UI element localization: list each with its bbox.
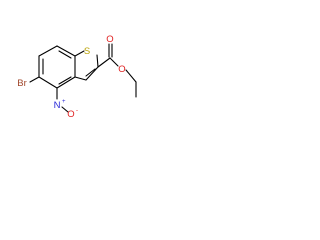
benzene-ring	[38, 45, 76, 89]
bromo-bond	[29, 76, 40, 83]
bromine-label: Br	[17, 78, 27, 89]
nitro-o-bond	[61, 106, 69, 113]
nitro-oxygen-charge: -	[76, 108, 78, 114]
thiophene-ring	[74, 50, 99, 81]
nitro-oxygen-label: O	[67, 109, 74, 120]
molecule-structure: S Br N + O - O O	[17, 34, 137, 120]
ester-oxygen-label: O	[118, 64, 125, 75]
nitro-nitrogen-label: N	[54, 100, 61, 111]
ester-o-bond	[109, 57, 119, 67]
carbonyl-oxygen-label: O	[106, 34, 113, 45]
ethyl-bond-1	[125, 69, 137, 83]
sulfur-label: S	[84, 46, 90, 57]
ester-c-bond	[97, 57, 111, 68]
nitro-nitrogen-charge: +	[62, 99, 66, 105]
